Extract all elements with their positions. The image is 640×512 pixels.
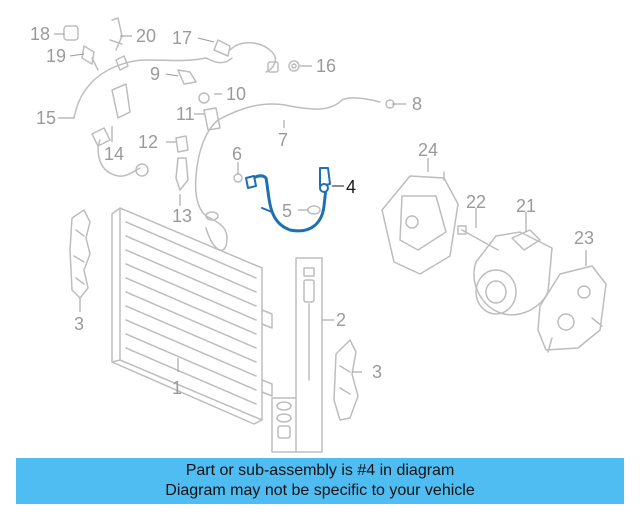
- callout-22: 22: [466, 192, 486, 212]
- compressor: [457, 225, 553, 316]
- callout-9: 9: [150, 64, 160, 84]
- callout-21: 21: [516, 196, 536, 216]
- callout-18: 18: [30, 24, 50, 44]
- parts-diagram: 1 2 3 3 4 5 6 7 8 9 10 11 12 13 14 15 16…: [30, 17, 607, 453]
- callout-23: 23: [574, 228, 594, 248]
- leader-lines: [54, 33, 587, 373]
- banner-line-2: Diagram may not be specific to your vehi…: [165, 482, 475, 499]
- callout-6: 6: [232, 144, 242, 164]
- callout-16: 16: [316, 56, 336, 76]
- callout-8: 8: [412, 94, 422, 114]
- callout-5: 5: [282, 201, 292, 221]
- bracket-left: [69, 209, 91, 299]
- condenser: [111, 207, 273, 425]
- callout-2: 2: [336, 310, 346, 330]
- callout-7: 7: [278, 130, 288, 150]
- callout-19: 19: [46, 46, 66, 66]
- callout-15: 15: [36, 108, 56, 128]
- hose-assembly-15: [73, 55, 207, 177]
- callout-11: 11: [176, 104, 195, 124]
- info-banner: Part or sub-assembly is #4 in diagram Di…: [16, 458, 624, 504]
- callout-20: 20: [136, 26, 156, 46]
- highlighted-part-4-hose: [245, 167, 331, 233]
- callout-13: 13: [172, 206, 192, 226]
- compressor-mount: [537, 265, 607, 353]
- banner-line-1: Part or sub-assembly is #4 in diagram: [185, 462, 455, 479]
- callout-4: 4: [346, 177, 356, 197]
- housing-24: [381, 171, 459, 275]
- bracket-right: [333, 339, 359, 421]
- hose-assembly-17: [205, 39, 300, 73]
- callout-3-right: 3: [372, 362, 382, 382]
- callout-14: 14: [104, 144, 124, 164]
- fittings: [63, 17, 221, 191]
- callout-17: 17: [172, 28, 192, 48]
- suction-line-7: [194, 97, 395, 251]
- callout-12: 12: [138, 132, 158, 152]
- callout-10: 10: [226, 84, 246, 104]
- callout-3-left: 3: [74, 314, 84, 334]
- callout-24: 24: [418, 140, 438, 160]
- receiver-drier: [271, 257, 323, 453]
- callout-1: 1: [172, 378, 182, 398]
